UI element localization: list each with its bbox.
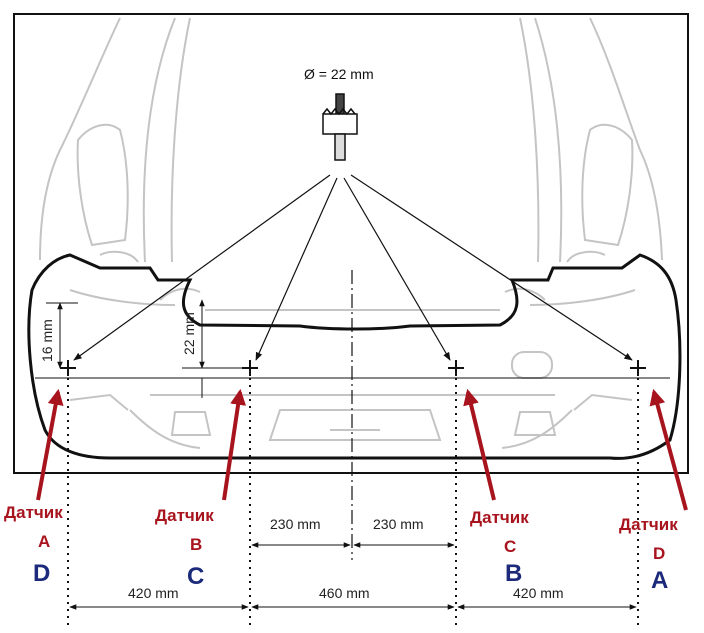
drill-diameter-label: Ø = 22 mm (304, 66, 374, 82)
hole-saw-icon (322, 93, 358, 161)
sensor-letter-red: D (653, 544, 665, 563)
sensor-label-b: Датчик B C (155, 506, 214, 590)
sensor-mark-c (448, 360, 464, 376)
dim-230-right-label: 230 mm (373, 516, 424, 532)
dim-230-left-label: 230 mm (270, 516, 321, 532)
sensor-letter-navy: B (505, 560, 522, 587)
sensor-letter-red: A (38, 532, 50, 551)
dim-16mm (46, 302, 78, 369)
dim-420-right-label: 420 mm (513, 585, 564, 601)
sensor-letter-navy: C (187, 563, 204, 590)
sensor-letter-navy: A (651, 567, 668, 594)
bumper-outline (27, 253, 682, 460)
sensor-label-a: Датчик A D (4, 503, 63, 587)
dim-460-label: 460 mm (319, 585, 370, 601)
dim-22mm-label: 22 mm (181, 312, 197, 355)
sensor-letter-red: B (190, 535, 202, 554)
dim-16mm-label: 16 mm (39, 319, 55, 362)
sensor-letter-red: C (504, 537, 516, 556)
sensor-word: Датчик (155, 506, 214, 525)
sensor-word: Датчик (4, 503, 63, 522)
sensor-letter-navy: D (33, 560, 50, 587)
sensor-mark-d (630, 360, 646, 376)
dim-22mm (182, 299, 245, 398)
car-rear-outline (39, 17, 663, 449)
drawing-frame (13, 13, 689, 474)
sensor-arrows (36, 388, 688, 511)
sensor-word: Датчик (619, 515, 678, 534)
sensor-label-d: Датчик D A (619, 515, 678, 594)
sensor-label-c: Датчик C B (470, 508, 529, 587)
drill-leader-lines (73, 174, 633, 361)
sensor-word: Датчик (470, 508, 529, 527)
dim-420-left-label: 420 mm (128, 585, 179, 601)
